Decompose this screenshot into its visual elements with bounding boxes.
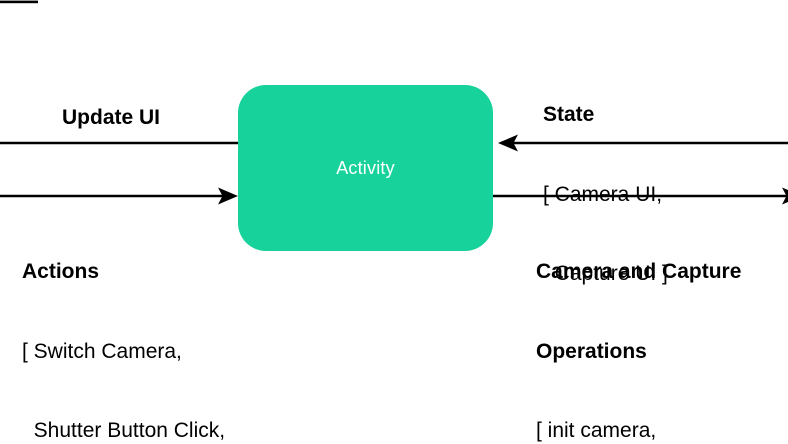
state-item: Capture UI ] [543,262,668,285]
operations-arrowhead-clipped-icon [782,187,788,205]
actions-item: [ Switch Camera, [22,339,182,363]
activity-node-label: Activity [336,157,395,178]
actions-title: Actions [22,260,100,283]
activity-node: Activity [238,85,493,251]
operations-item: [ init camera, [536,419,657,442]
actions-item: Shutter Button Click, [22,419,226,442]
operations-block: Camera and Capture Operations [ init cam… [536,206,741,444]
state-arrowhead-icon [498,134,518,152]
actions-block: Actions [ Switch Camera, Shutter Button … [22,206,276,444]
operations-title-line1: Camera and Capture [536,260,742,283]
operations-title-line2: Operations [536,339,647,363]
state-block: State [ Camera UI, Capture UI ] [543,49,668,341]
state-title: State [543,103,595,126]
crop-artifact-bar [0,0,38,4]
actions-arrowhead-icon [218,187,238,205]
update-ui-label: Update UI [62,106,161,129]
state-item: [ Camera UI, [543,182,663,206]
